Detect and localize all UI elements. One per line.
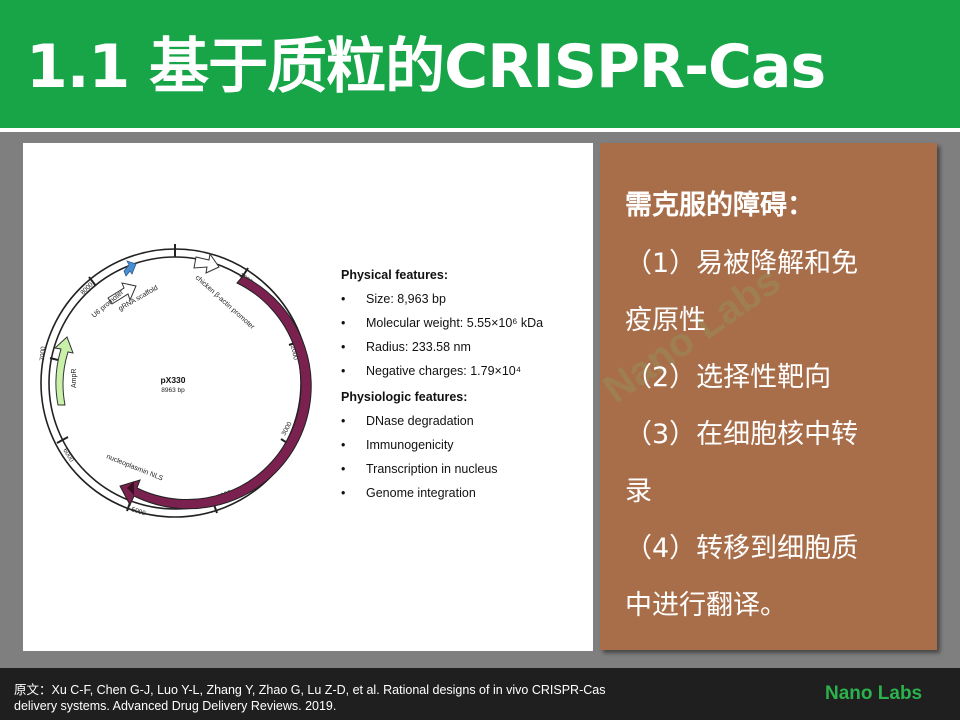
physiologic-list: DNase degradation Immunogenicity Transcr… [341,409,591,505]
cas9-label: Cas9 [259,426,271,444]
obstacles-panel: Nano Labs 需克服的障碍： （1）易被降解和免 疫原性 （2）选择性靶向… [596,143,937,650]
tick-label: 5000 [130,506,146,517]
physical-heading: Physical features: [341,268,448,282]
plasmid-figure: 1000 2000 3000 4000 5000 6000 7000 8000 … [23,143,593,651]
obstacle-line: （2）选择性靶向 [625,362,832,393]
physical-item-weight: Molecular weight: 5.55×10⁶ kDa [341,311,591,335]
ampr-label: AmpR [71,369,78,388]
plasmid-name: pX330 [160,375,185,385]
physiologic-item-transcription: Transcription in nucleus [341,457,591,481]
physiologic-heading: Physiologic features: [341,390,468,404]
grna-scaffold-feature [123,260,137,277]
citation-line-2: delivery systems. Advanced Drug Delivery… [14,699,337,713]
obstacle-line: （4）转移到细胞质 [625,533,859,564]
obstacle-line: 中进行翻译。 [625,590,787,621]
cba-promoter-feature [193,252,220,274]
features-list: Physical features: Size: 8,963 bp Molecu… [341,263,591,505]
footer-bar: 原文：Xu C-F, Chen G-J, Luo Y-L, Zhang Y, Z… [0,668,960,720]
citation-line-1: 原文：Xu C-F, Chen G-J, Luo Y-L, Zhang Y, Z… [14,683,606,697]
ampr-feature [53,336,74,406]
brand-logo: Nano Labs [825,683,923,704]
plasmid-size: 8963 bp [161,387,185,394]
obstacles-heading: 需克服的障碍： [625,190,814,221]
tick-label: 2000 [289,345,299,361]
obstacles-list: （1）易被降解和免 疫原性 （2）选择性靶向 （3）在细胞核中转 录 （4）转移… [625,235,915,634]
physical-item-charges: Negative charges: 1.79×10⁴ [341,359,591,383]
u6-promoter-feature [107,282,137,305]
physical-list: Size: 8,963 bp Molecular weight: 5.55×10… [341,287,591,383]
slide-title: 1.1 基于质粒的CRISPR-Cas [26,32,826,102]
tick-label: 7000 [39,346,47,361]
obstacle-line: 录 [625,476,652,507]
nls-label: nucleoplasmin NLS [105,453,164,482]
tick-label: 6000 [61,447,75,463]
plasmid-map: 1000 2000 3000 4000 5000 6000 7000 8000 … [39,244,312,518]
physical-item-radius: Radius: 233.58 nm [341,335,591,359]
cas9-feature [119,275,312,510]
obstacle-line: （3）在细胞核中转 [625,419,859,450]
physiologic-item-immunogenicity: Immunogenicity [341,433,591,457]
citation: 原文：Xu C-F, Chen G-J, Luo Y-L, Zhang Y, Z… [14,682,774,714]
physiologic-item-dnase: DNase degradation [341,409,591,433]
obstacle-line: 疫原性 [625,305,706,336]
obstacle-line: （1）易被降解和免 [625,248,859,279]
banner-divider [0,128,960,132]
physical-item-size: Size: 8,963 bp [341,287,591,311]
physiologic-item-integration: Genome integration [341,481,591,505]
nls-feature [127,481,134,495]
title-banner: 1.1 基于质粒的CRISPR-Cas [0,0,960,128]
